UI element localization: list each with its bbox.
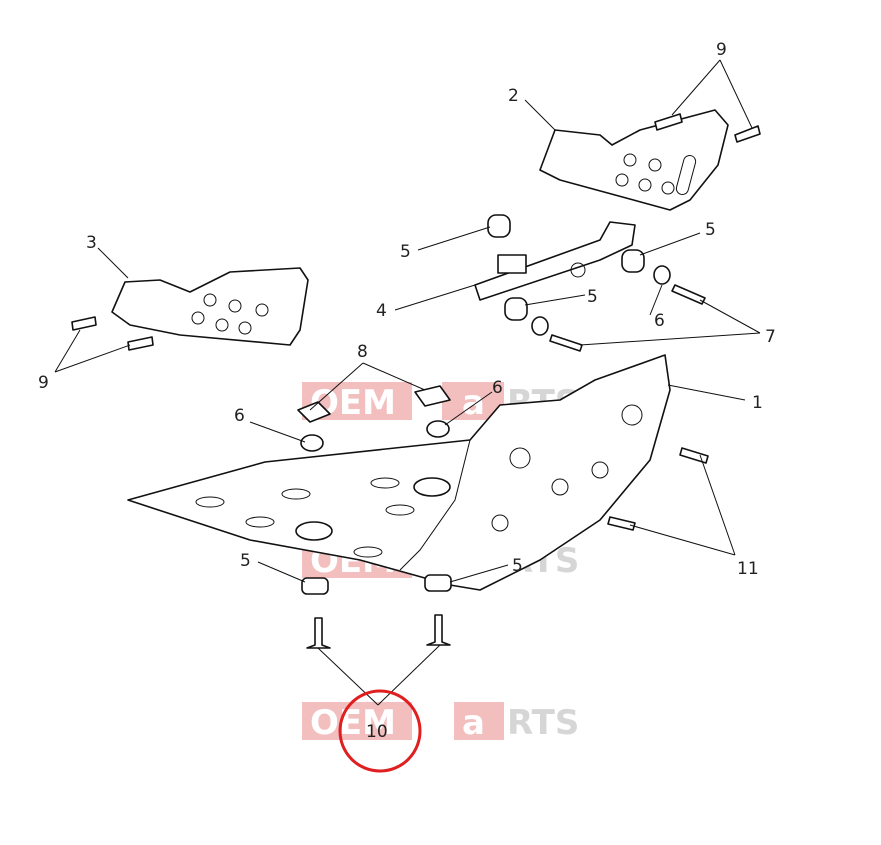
callout-6: 6 [492, 378, 503, 398]
callout-6: 6 [654, 311, 665, 331]
callout-labels: 1 2 3 4 5 5 5 5 5 6 6 6 7 8 9 9 10 11 [38, 40, 776, 742]
callout-5: 5 [705, 220, 716, 240]
callout-1: 1 [752, 393, 763, 413]
callout-5: 5 [587, 287, 598, 307]
callout-7: 7 [765, 327, 776, 347]
bracket-left [111, 267, 309, 346]
highlight-circle [338, 689, 422, 773]
callout-6: 6 [234, 406, 245, 426]
svg-text:a: a [462, 383, 485, 423]
bracket-right [539, 109, 729, 211]
callout-8: 8 [357, 342, 368, 362]
callout-9: 9 [38, 373, 49, 393]
callout-5: 5 [400, 242, 411, 262]
skid-plate [127, 354, 671, 591]
callout-5: 5 [240, 551, 251, 571]
mounting-link [474, 221, 636, 301]
callout-3: 3 [86, 233, 97, 253]
callout-5: 5 [512, 556, 523, 576]
svg-text:RTS: RTS [507, 703, 579, 743]
svg-text:OEM: OEM [310, 703, 396, 743]
callout-9: 9 [716, 40, 727, 60]
svg-text:a: a [462, 703, 485, 743]
callout-11: 11 [737, 559, 759, 579]
callout-10: 10 [366, 722, 388, 742]
callout-2: 2 [508, 86, 519, 106]
callout-4: 4 [376, 301, 387, 321]
leader-lines [54, 59, 761, 706]
